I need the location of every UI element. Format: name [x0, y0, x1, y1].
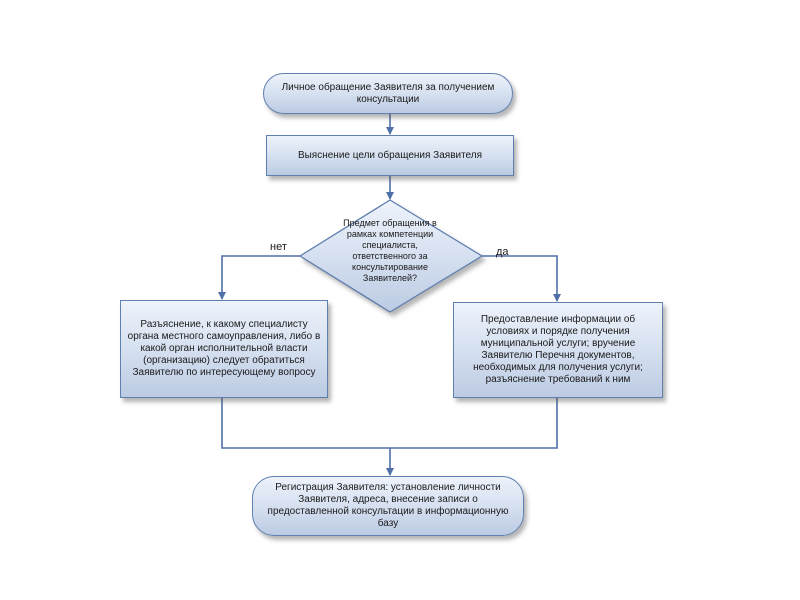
start-node: Личное обращение Заявителя за получением…	[263, 73, 513, 114]
end-node-label: Регистрация Заявителя: установление личн…	[267, 482, 509, 529]
arrow-decision-to-no-branch	[218, 255, 300, 300]
no-branch-label: Разъяснение, к какому специалисту органа…	[127, 319, 321, 378]
clarify-node-label: Выяснение цели обращения Заявителя	[297, 149, 483, 161]
arrow-decision-to-yes-branch	[482, 255, 561, 302]
yes-edge-label: да	[496, 246, 509, 258]
end-node: Регистрация Заявителя: установление личн…	[252, 476, 524, 536]
yes-branch-node: Предоставление информации об условиях и …	[453, 302, 663, 398]
decision-label: Предмет обращения в рамках компетенции с…	[343, 218, 437, 283]
no-branch-node: Разъяснение, к какому специалисту органа…	[120, 300, 328, 398]
connector-no-branch-down	[221, 398, 390, 449]
decision-diamond	[298, 199, 484, 313]
start-node-label: Личное обращение Заявителя за получением…	[281, 81, 495, 105]
clarify-node: Выяснение цели обращения Заявителя	[266, 135, 514, 176]
yes-branch-label: Предоставление информации об условиях и …	[473, 314, 643, 385]
connector-yes-branch-down	[390, 398, 558, 449]
no-edge-label: нет	[270, 241, 287, 253]
